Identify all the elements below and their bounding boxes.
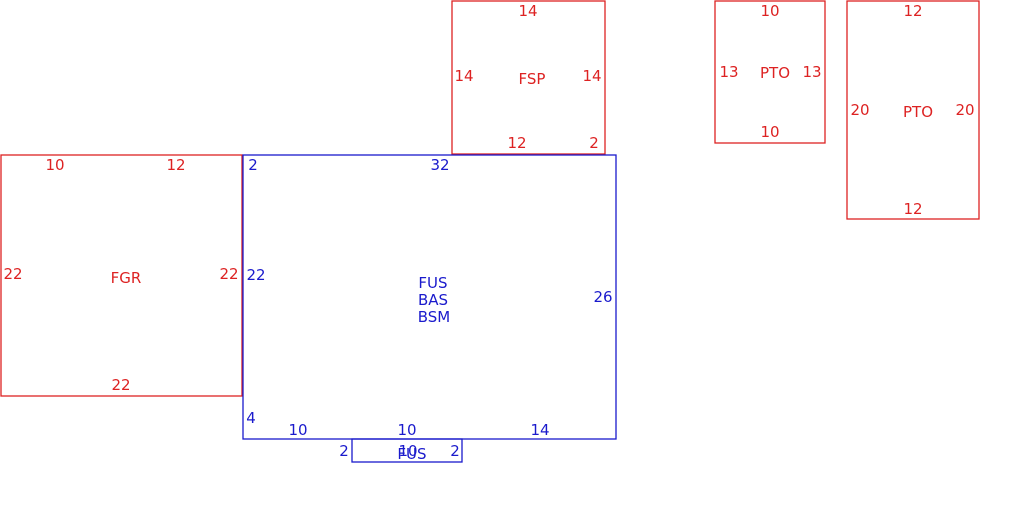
main-area-label-line3: BSM [418,308,451,326]
fgr-left-dimension: 22 [3,265,22,283]
fsp-bottom-left-dimension: 12 [507,134,526,152]
fsp-top-dimension: 14 [518,2,537,20]
fgr-bottom-dimension: 22 [111,376,130,394]
fus-small-area-label: FUS [397,445,426,463]
main-lower-left-dimension: 4 [246,409,256,427]
pto-small-bottom-dimension: 10 [760,123,779,141]
main-area-label-line1: FUS [418,274,447,292]
pto-large-left-dimension: 20 [850,101,869,119]
pto-large-area: 12 20 20 PTO 12 [846,0,980,220]
fgr-area-label: FGR [111,269,142,287]
pto-large-top-dimension: 12 [903,2,922,20]
main-right-dimension: 26 [593,288,612,306]
pto-small-left-dimension: 13 [719,63,738,81]
main-top-dimension: 32 [430,156,449,174]
main-top-left-dimension: 2 [248,156,258,174]
fsp-bottom-right-dimension: 2 [589,134,599,152]
main-left-dimension: 22 [246,266,265,284]
pto-small-top-dimension: 10 [760,2,779,20]
pto-small-area: 10 13 13 PTO 10 [714,0,826,144]
fus-small-outline [351,438,463,463]
main-bottom-dimension-1: 10 [288,421,307,439]
pto-large-area-label: PTO [903,103,933,121]
pto-large-right-dimension: 20 [955,101,974,119]
fus-small-area: 2 2 10 FUS [339,438,463,463]
fsp-left-dimension: 14 [454,67,473,85]
main-bottom-dimension-3: 14 [530,421,549,439]
main-area: 2 32 22 26 FUS BAS BSM 4 10 10 14 [242,154,617,440]
fsp-area: 14 14 14 FSP 12 2 [451,0,606,155]
pto-large-bottom-dimension: 12 [903,200,922,218]
fsp-outline [451,0,606,155]
pto-small-area-label: PTO [760,64,790,82]
pto-small-outline [714,0,826,144]
pto-large-outline [846,0,980,220]
fgr-outline [0,154,243,397]
fsp-area-label: FSP [519,70,546,88]
fgr-right-dimension: 22 [219,265,238,283]
main-bottom-dimension-2: 10 [397,421,416,439]
fgr-top-right-dimension: 12 [166,156,185,174]
fus-small-right-dimension: 2 [450,442,460,460]
main-area-label-line2: BAS [418,291,448,309]
fus-small-left-dimension: 2 [339,442,349,460]
pto-small-right-dimension: 13 [802,63,821,81]
fsp-right-dimension: 14 [582,67,601,85]
fgr-top-left-dimension: 10 [45,156,64,174]
fgr-area: 10 12 22 22 FGR 22 [0,154,243,397]
fus-small-top-dimension: 10 [398,442,417,460]
